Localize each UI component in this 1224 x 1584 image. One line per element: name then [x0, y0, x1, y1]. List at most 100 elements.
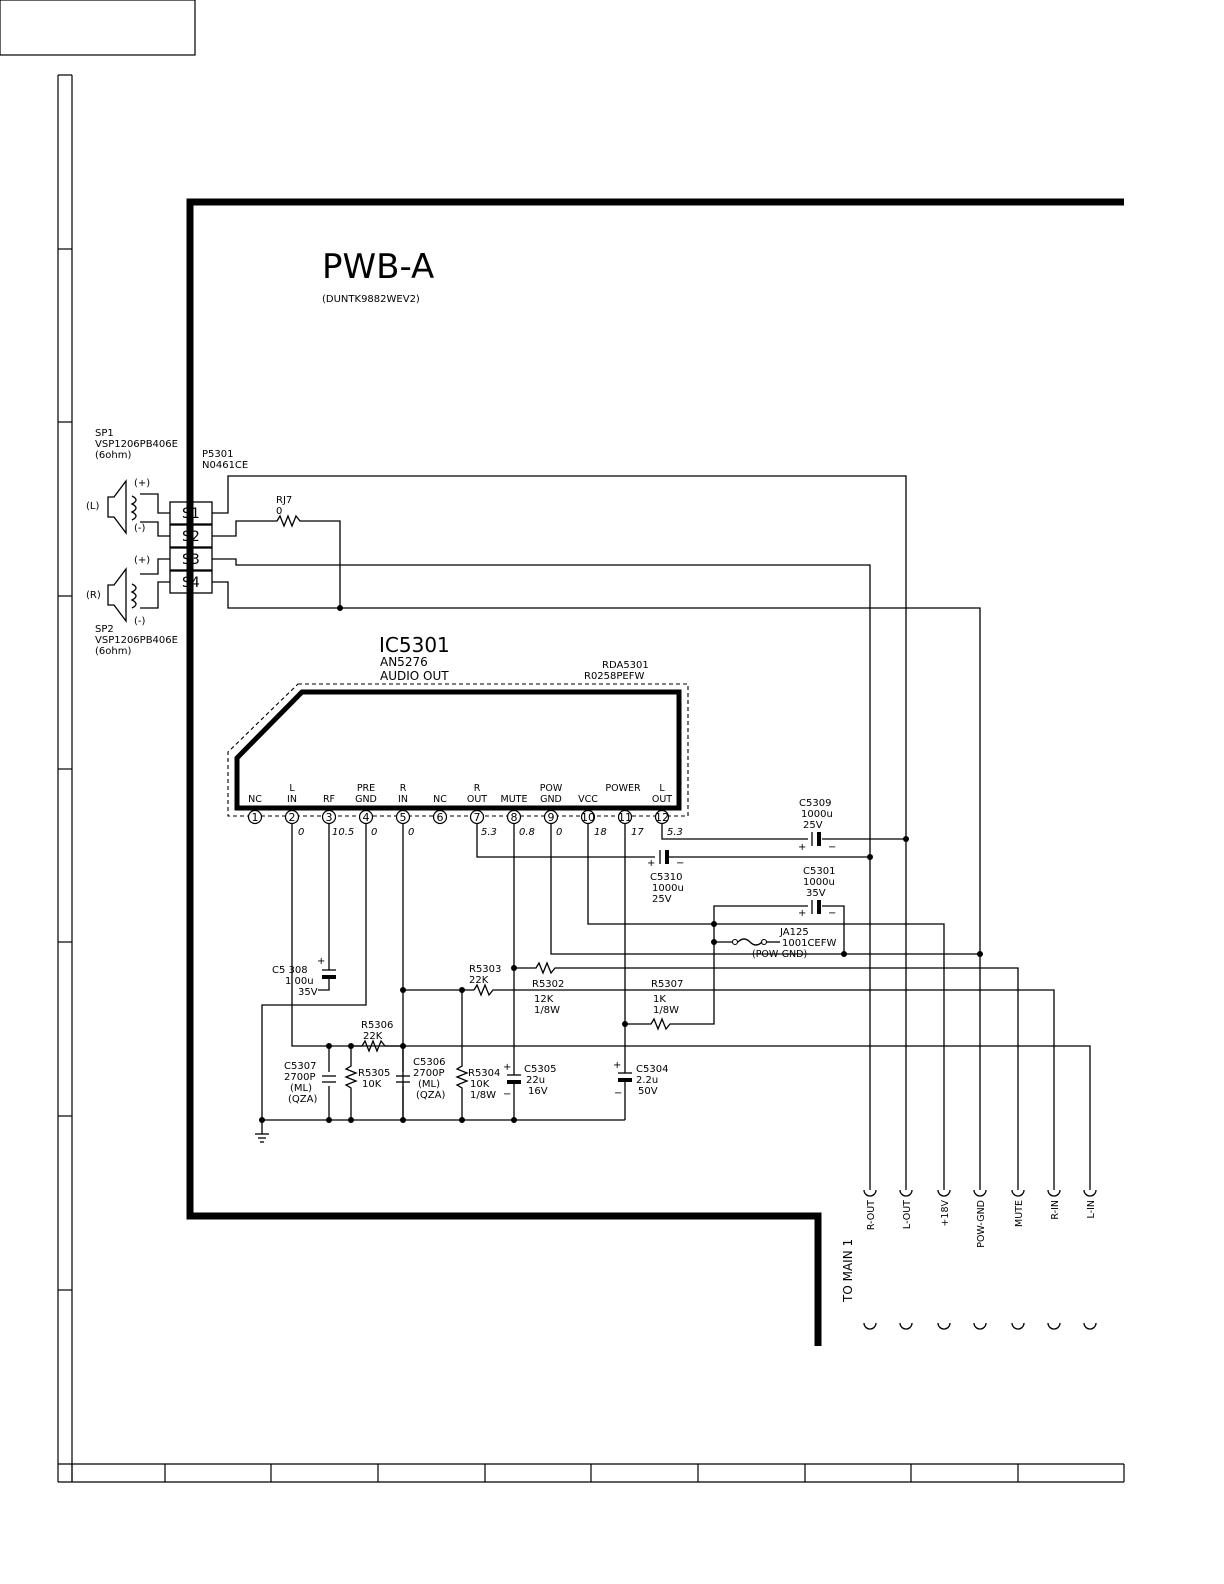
ic-pin-label-top: R — [474, 783, 481, 794]
svg-text:+: + — [503, 1062, 511, 1073]
sp1-impedance: (6ohm) — [95, 450, 131, 461]
connector-pin-s2: S2 — [182, 529, 200, 545]
ic-pin-number: 6 — [437, 811, 444, 824]
r5304-name: R5304 — [468, 1068, 500, 1079]
mating-socket — [863, 1322, 877, 1330]
r5307-power: 1/8W — [653, 1005, 679, 1016]
svg-text:+: + — [647, 858, 655, 869]
sp2-side: (R) — [86, 590, 101, 601]
output-pin-l-out: L-OUT — [899, 1189, 913, 1330]
connector-p5301: P5301 N0461CE S1 S2 S3 S4 — [169, 449, 248, 594]
r5302-value: 12K — [534, 994, 554, 1005]
r5302-power: 1/8W — [534, 1005, 560, 1016]
ic-pin-label: GND — [540, 794, 562, 805]
ic-pin-1: NC1 — [247, 794, 262, 825]
ic-pin-label: RF — [323, 794, 335, 805]
r5304-value: 10K — [470, 1079, 490, 1090]
connector-pin-s3: S3 — [182, 552, 200, 568]
ic-pin-label: VCC — [578, 794, 598, 805]
output-pin-mute: MUTE — [1011, 1189, 1025, 1330]
ic-pin-voltage: 0 — [298, 827, 304, 838]
r5305-name: R5305 — [358, 1068, 390, 1079]
ic-pin-label: IN — [398, 794, 408, 805]
ic-pin-number: 2 — [289, 811, 296, 824]
c5306-value: 2700P — [413, 1068, 444, 1079]
c5305-value: 22u — [526, 1075, 545, 1086]
c5304-value: 2.2u — [636, 1075, 658, 1086]
c5301-value: 1000u — [803, 877, 835, 888]
ic-pin-label: GND — [355, 794, 377, 805]
resistor-rj7: RJ7 0 — [212, 495, 341, 608]
svg-text:+: + — [798, 908, 806, 919]
svg-text:−: − — [614, 1088, 622, 1099]
ic-pin-number: 4 — [363, 811, 370, 824]
fuse-ja125: JA125 1001CEFW (POW-GND) — [731, 927, 837, 960]
ic-pin-label: NC — [433, 794, 447, 805]
ic-pin-voltage: 18 — [594, 827, 607, 838]
ic-pin-number: 8 — [511, 811, 518, 824]
r5302-name: R5302 — [532, 979, 564, 990]
ic-part: AN5276 — [380, 655, 428, 669]
c5307-ml: (ML) — [290, 1083, 312, 1094]
ic-pin-label-top: POWER — [605, 783, 641, 794]
ic-pin-label: OUT — [467, 794, 487, 805]
rda-name: RDA5301 — [602, 660, 649, 671]
r5306-value: 22K — [363, 1031, 383, 1042]
output-pin-label: POW-GND — [976, 1200, 987, 1248]
sp2-plus: (+) — [134, 555, 150, 566]
connector-pin-s1: S1 — [182, 506, 200, 522]
mating-socket — [1083, 1322, 1097, 1330]
output-pin-l-in: L-IN — [1083, 1189, 1097, 1330]
ic-pin-label-top: R — [400, 783, 407, 794]
p5301-name: P5301 — [202, 449, 233, 460]
mating-socket — [937, 1322, 951, 1330]
svg-text:+: + — [798, 842, 806, 853]
ic-pin-10: VCC 10 18 — [578, 794, 607, 838]
c5308-voltage: 35V — [298, 987, 318, 998]
mating-socket — [1047, 1322, 1061, 1330]
ic-pin-voltage: 0 — [556, 827, 562, 838]
mating-socket — [1011, 1322, 1025, 1330]
ic-pin-voltage: 0 — [408, 827, 414, 838]
circuit-wiring — [255, 824, 1091, 1190]
ic-pin-voltage: 5.3 — [667, 827, 683, 838]
ic-pin-label-top: L — [659, 783, 665, 794]
sp1-minus: (-) — [134, 523, 146, 534]
connector-pin-s4: S4 — [182, 575, 200, 591]
r5307-name: R5307 — [651, 979, 683, 990]
c5306-name: C5306 — [413, 1057, 445, 1068]
r5307-value: 1K — [653, 994, 666, 1005]
svg-text:−: − — [828, 908, 836, 919]
ic-pin-number: 10 — [581, 811, 595, 824]
ic-name: IC5301 — [379, 633, 450, 657]
sp2-part: VSP1206PB406E — [95, 635, 178, 646]
output-pin-r-out: R-OUT — [863, 1189, 877, 1330]
sp1-side: (L) — [86, 501, 99, 512]
c5305-name: C5305 — [524, 1064, 556, 1075]
c5306-ml: (ML) — [418, 1079, 440, 1090]
ic-pin-6: NC 6 — [432, 794, 447, 825]
board-outline — [186, 198, 1124, 1346]
capacitor-c5301: C5301 1000u 35V +− — [798, 866, 836, 919]
svg-text:+: + — [317, 956, 325, 967]
sp1-part: VSP1206PB406E — [95, 439, 178, 450]
output-pin-r-in: R-IN — [1047, 1189, 1061, 1330]
c5308-name: C5 308 — [272, 965, 308, 976]
resistor-r5307: R5307 1K 1/8W — [651, 979, 683, 1016]
c5309-name: C5309 — [799, 798, 831, 809]
capacitor-c5304: + − C5304 2.2u 50V — [613, 1060, 668, 1099]
output-pin-label: R-IN — [1050, 1200, 1061, 1220]
p5301-part: N0461CE — [202, 460, 248, 471]
c5307-qza: (QZA) — [288, 1094, 317, 1105]
capacitor-c5307: C5307 2700P (ML) (QZA) — [284, 1061, 336, 1105]
ic-pin-label-top: POW — [540, 783, 563, 794]
svg-text:−: − — [503, 1089, 511, 1100]
c5308-value: 1 00u — [285, 976, 314, 987]
c5301-name: C5301 — [803, 866, 835, 877]
c5307-name: C5307 — [284, 1061, 316, 1072]
rj7-value: 0 — [276, 506, 282, 517]
